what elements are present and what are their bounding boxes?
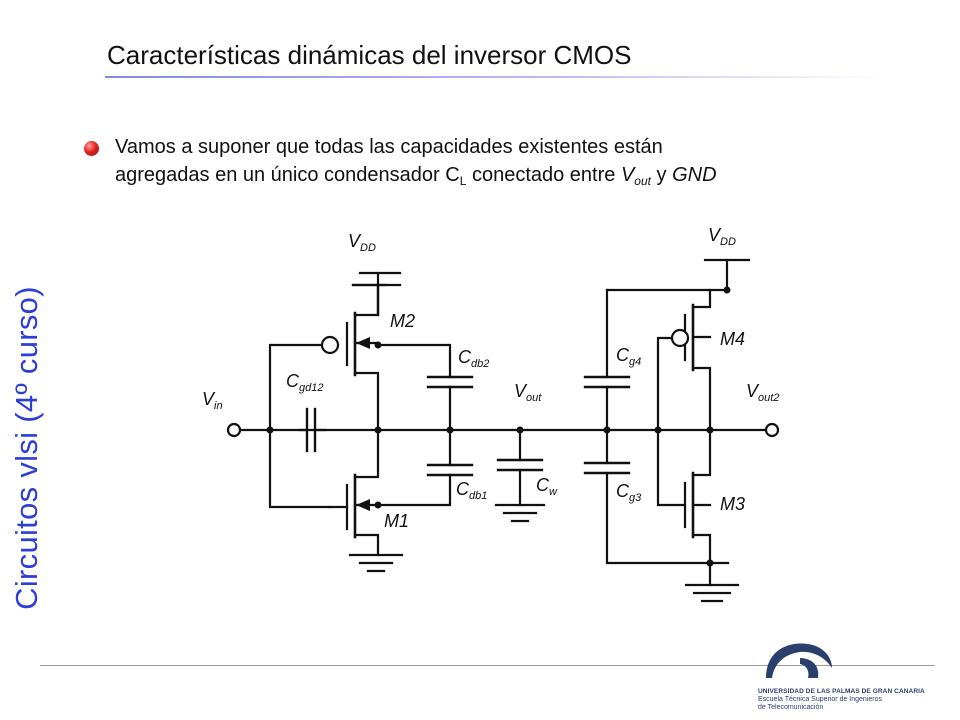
cg4-label: Cg4: [616, 345, 641, 368]
title-underline: [105, 76, 883, 78]
vout-label: Vout: [514, 381, 542, 404]
schematic-wires: [238, 258, 768, 603]
ulpgc-logo-icon: [766, 643, 832, 678]
cmos-inverter-schematic: VDD VDD M2 M1 M4 M3 Vin Cgd12 Cdb2 Cdb1 …: [202, 225, 780, 603]
vdd-right-label: VDD: [708, 225, 736, 248]
m4-gate-bubble: [670, 328, 690, 348]
vin-label: Vin: [202, 389, 223, 412]
bullet-line-2-part-a: agregadas en un único condensador C: [115, 164, 460, 186]
m1-label: M1: [384, 511, 409, 531]
bullet-icon: [84, 141, 99, 156]
m2-label: M2: [390, 311, 415, 331]
footer-divider: [40, 665, 935, 666]
vin-terminal: [226, 422, 242, 438]
cdb2-label: Cdb2: [458, 347, 489, 370]
university-name: UNIVERSIDAD DE LAS PALMAS DE GRAN CANARI…: [758, 688, 925, 695]
school-line-1: Escuela Técnica Superior de Ingenieros: [758, 696, 883, 703]
cdb1-label: Cdb1: [456, 479, 487, 502]
m2-arrow-icon: [356, 337, 370, 349]
cg3-label: Cg3: [616, 481, 642, 504]
slide-title: Características dinámicas del inversor C…: [107, 40, 632, 70]
bullet-line-2: agregadas en un único condensador CL con…: [115, 161, 915, 195]
bullet-line-2-part-b: conectado entre: [466, 164, 621, 186]
side-title-text: Circuitos vlsi (4º curso): [9, 286, 44, 610]
vout-symbol-sub: out: [634, 174, 651, 188]
m3-label: M3: [720, 494, 745, 514]
m1-arrow-icon: [356, 499, 370, 511]
vout2-terminal: [764, 422, 780, 438]
bullet-text: Vamos a suponer que todas las capacidade…: [115, 133, 915, 195]
bullet-line-2-part-c: y: [650, 164, 673, 186]
school-line-2: de Telecomunicación: [758, 704, 824, 711]
side-title: Circuitos vlsi (4º curso): [2, 238, 52, 658]
cw-label: Cw: [536, 475, 558, 498]
bullet-line-1: Vamos a suponer que todas las capacidade…: [115, 136, 663, 158]
university-logo: UNIVERSIDAD DE LAS PALMAS DE GRAN CANARI…: [752, 636, 942, 718]
m2-gate-bubble: [320, 335, 340, 355]
gnd-symbol: GND: [672, 164, 717, 186]
cl-subscript: L: [459, 174, 467, 188]
m4-label: M4: [720, 329, 745, 349]
logo-text: UNIVERSIDAD DE LAS PALMAS DE GRAN CANARI…: [758, 688, 925, 712]
junction-dots: [266, 286, 731, 567]
vout2-label: Vout2: [746, 381, 779, 404]
vout-symbol: Vout: [620, 164, 651, 188]
vout-symbol-main: V: [620, 164, 635, 186]
vdd-left-label: VDD: [348, 231, 376, 254]
cgd12-label: Cgd12: [286, 371, 323, 394]
